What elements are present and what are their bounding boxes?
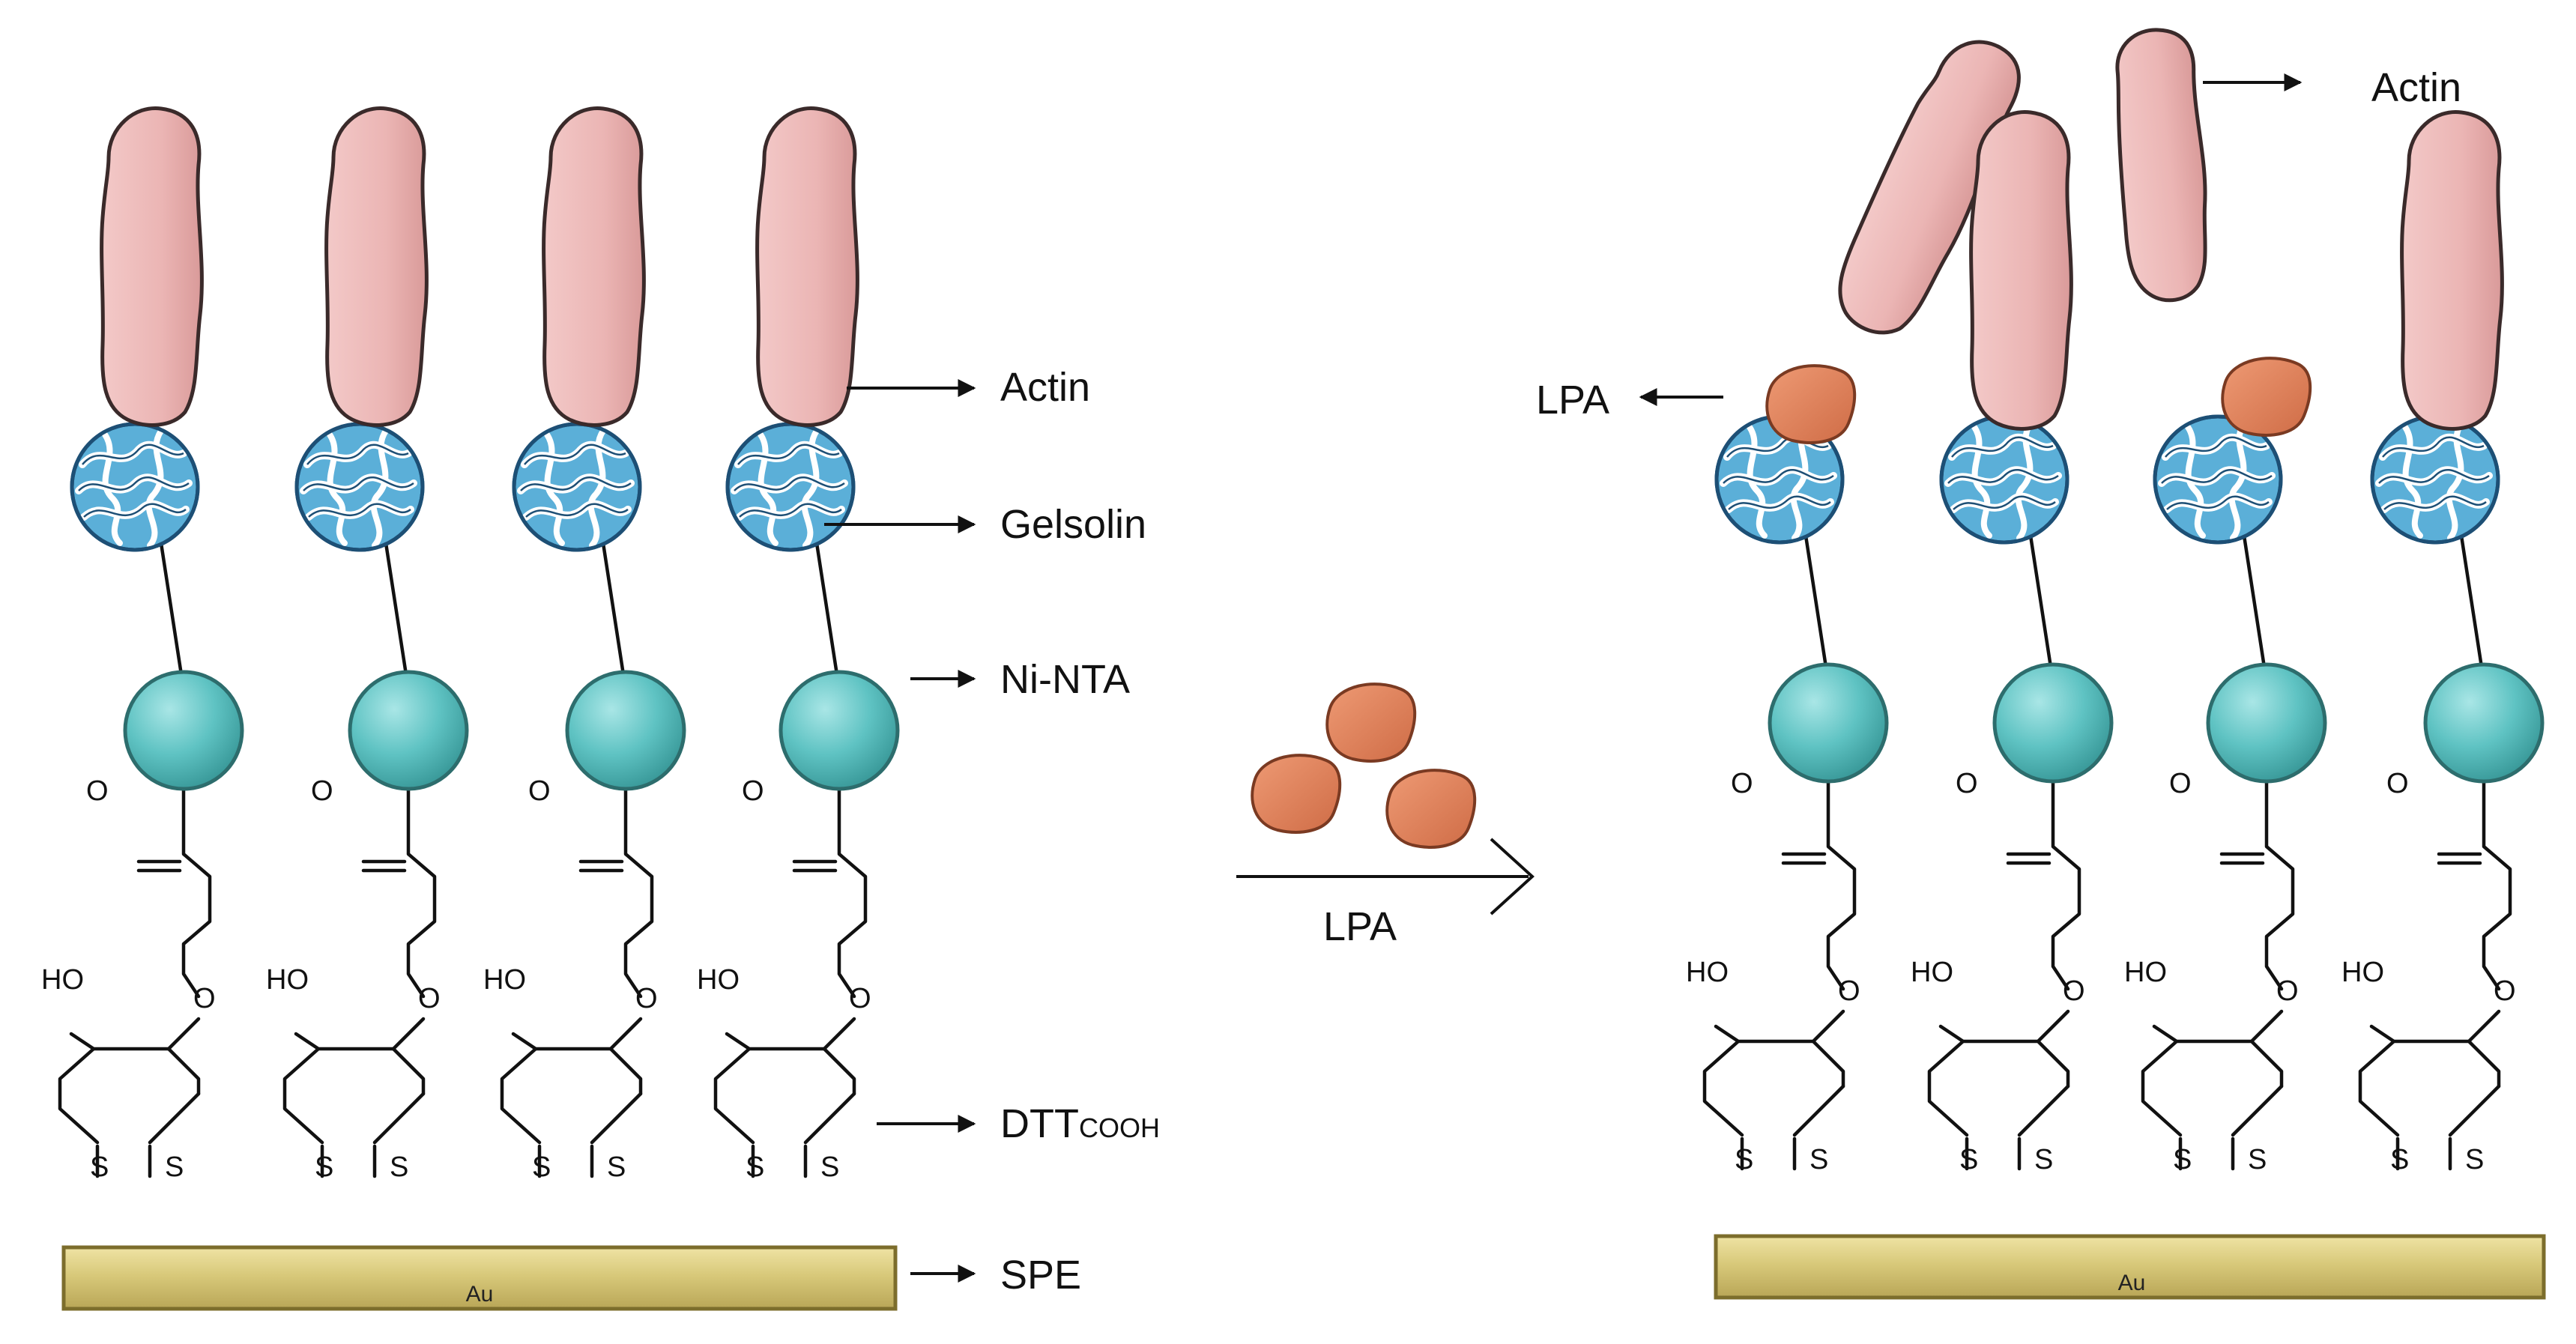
label-actin: Actin: [1000, 365, 1090, 410]
ni-nta-bead: [2206, 662, 2327, 784]
reaction-arrow-label: LPA: [1323, 904, 1397, 949]
label-lpa-right: LPA: [1536, 378, 1609, 423]
ni-nta-bead: [565, 670, 686, 791]
svg-text:O: O: [2169, 768, 2192, 799]
label-gelsolin: Gelsolin: [1000, 502, 1146, 547]
svg-text:O: O: [635, 983, 658, 1014]
gelsolin-ball: [297, 424, 423, 550]
sensor-stack-r1: [1705, 364, 1889, 1169]
svg-text:HO: HO: [1911, 957, 1953, 988]
svg-text:S: S: [315, 1151, 333, 1183]
ni-nta-bead: [2423, 662, 2545, 784]
svg-text:S: S: [820, 1151, 839, 1183]
svg-text:HO: HO: [2124, 957, 2167, 988]
svg-text:S: S: [1959, 1144, 1978, 1175]
lpa-bound: [1765, 364, 1857, 444]
ni-nta-bead: [1768, 662, 1889, 784]
gelsolin-ball: [514, 424, 640, 550]
lpa-molecule: [1385, 769, 1477, 849]
label-actin-right: Actin: [2371, 65, 2461, 110]
actin-filament: [1971, 112, 2072, 429]
electrode-label-right: Au: [2118, 1271, 2146, 1295]
svg-text:S: S: [607, 1151, 626, 1183]
callouts-left: Actin Gelsolin Ni-NTA DTTCOOH SPE: [824, 365, 1160, 1298]
svg-text:O: O: [311, 775, 333, 807]
svg-text:S: S: [2390, 1144, 2409, 1175]
sensor-stack-2: [285, 108, 469, 1176]
svg-text:O: O: [2276, 975, 2299, 1007]
svg-text:S: S: [2465, 1144, 2484, 1175]
chem-labels-left: O O O O O O O O HO HO HO HO S S S S S S …: [41, 775, 871, 1183]
ni-nta-bead: [123, 670, 244, 791]
svg-text:S: S: [390, 1151, 408, 1183]
actin-filament: [544, 108, 644, 425]
svg-text:S: S: [1809, 1144, 1828, 1175]
svg-text:S: S: [532, 1151, 551, 1183]
actin-filament: [102, 108, 202, 425]
svg-text:O: O: [193, 983, 216, 1014]
svg-text:O: O: [418, 983, 441, 1014]
sensor-stack-4: [716, 108, 900, 1176]
svg-text:S: S: [165, 1151, 184, 1183]
svg-text:O: O: [1731, 768, 1753, 799]
svg-text:HO: HO: [2341, 957, 2384, 988]
lpa-molecule: [1251, 754, 1342, 834]
lpa-molecule: [1325, 682, 1417, 763]
ni-nta-bead: [778, 670, 900, 791]
label-dtt-cooh: DTTCOOH: [1000, 1101, 1160, 1146]
svg-text:O: O: [742, 775, 764, 807]
electrode-label-left: Au: [466, 1282, 494, 1307]
svg-text:HO: HO: [483, 964, 526, 996]
svg-text:S: S: [90, 1151, 109, 1183]
actin-filament: [327, 108, 427, 425]
svg-text:O: O: [1838, 975, 1860, 1007]
gelsolin-ball: [72, 424, 198, 550]
svg-text:O: O: [528, 775, 551, 807]
sensor-stack-r3: [2143, 357, 2327, 1169]
svg-text:S: S: [1735, 1144, 1753, 1175]
svg-text:O: O: [2494, 975, 2516, 1007]
gold-electrode-left: [61, 1245, 898, 1311]
reaction-step: LPA: [1236, 682, 1535, 949]
detached-actin-2: [2115, 28, 2207, 303]
actin-filament: [2402, 112, 2503, 429]
sensor-stack-r4: [2360, 112, 2545, 1169]
ni-nta-bead: [1992, 662, 2114, 784]
svg-text:HO: HO: [1686, 957, 1729, 988]
left-panel: Au: [41, 108, 1160, 1311]
sensor-stack-3: [502, 108, 686, 1176]
gelsolin-ball: [1941, 417, 2067, 542]
svg-text:S: S: [746, 1151, 764, 1183]
svg-text:S: S: [2173, 1144, 2192, 1175]
svg-text:O: O: [86, 775, 109, 807]
chem-labels-right: O O O O O O O O HO HO HO HO S S S S S S …: [1686, 768, 2516, 1175]
lpa-bound: [2221, 357, 2312, 437]
label-spe: SPE: [1000, 1253, 1081, 1298]
actin-filament: [758, 108, 858, 425]
detached-actin-1: [1838, 40, 2021, 335]
svg-text:HO: HO: [266, 964, 309, 996]
svg-text:O: O: [1956, 768, 1978, 799]
right-panel: Au: [1536, 28, 2546, 1300]
svg-text:HO: HO: [697, 964, 740, 996]
sensor-stack-1: [60, 108, 244, 1176]
callouts-right: Actin LPA: [1536, 65, 2461, 423]
svg-text:O: O: [2386, 768, 2409, 799]
svg-text:O: O: [849, 983, 871, 1014]
svg-text:S: S: [2034, 1144, 2053, 1175]
svg-text:HO: HO: [41, 964, 84, 996]
gold-electrode-right: [1714, 1234, 2546, 1300]
label-ni-nta: Ni-NTA: [1000, 657, 1130, 702]
gelsolin-ball: [728, 424, 853, 550]
ni-nta-bead: [348, 670, 469, 791]
svg-text:O: O: [2063, 975, 2085, 1007]
gelsolin-ball: [2372, 417, 2498, 542]
svg-text:S: S: [2248, 1144, 2267, 1175]
sensor-stack-r2: [1929, 112, 2114, 1169]
